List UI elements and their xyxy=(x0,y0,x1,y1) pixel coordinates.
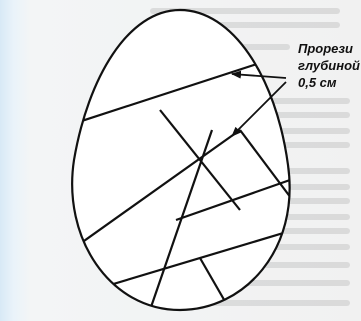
callout-line-3: 0,5 см xyxy=(298,74,360,91)
callout-label: Прорези глубиной 0,5 см xyxy=(298,40,360,91)
callout-line-2: глубиной xyxy=(298,57,360,74)
egg-outline xyxy=(72,10,289,310)
callout-line-1: Прорези xyxy=(298,40,360,57)
